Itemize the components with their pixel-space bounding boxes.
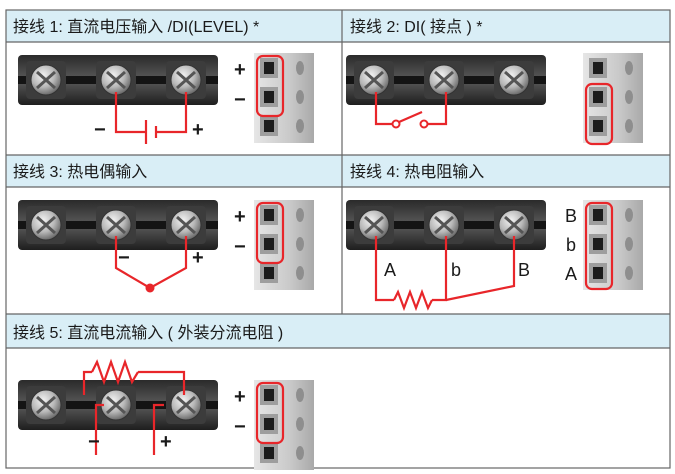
minus-label: −: [118, 247, 130, 269]
connector-minus-label: −: [234, 416, 246, 438]
panel-5-diagram: − + + −: [16, 358, 314, 470]
table-grid: [5, 9, 671, 469]
panel-2-title: 接线 2: DI( 接点 ) *: [350, 18, 482, 36]
terminal-block: [16, 378, 220, 432]
panel-3-title: 接线 3: 热电偶输入: [13, 163, 147, 181]
plus-label: +: [160, 431, 172, 453]
panel-2-diagram: [344, 53, 643, 146]
wire-label-b-upper: B: [518, 260, 530, 280]
panel-1-title: 接线 1: 直流电压输入 /DI(LEVEL) *: [13, 18, 259, 36]
connector-label-b: b: [566, 235, 576, 255]
plus-label: +: [192, 247, 204, 269]
panel-5-title: 接线 5: 直流电流输入 ( 外装分流电阻 ): [13, 324, 283, 342]
minus-label: −: [94, 119, 106, 141]
connector-label-b-upper: B: [565, 206, 577, 226]
connector-label-a: A: [565, 264, 577, 284]
connector-plus-label: +: [234, 386, 246, 408]
connector-minus-label: −: [234, 236, 246, 258]
connector-plus-label: +: [234, 206, 246, 228]
connector-minus-label: −: [234, 89, 246, 111]
terminal-block: [16, 198, 220, 252]
wire-label-b: b: [451, 260, 461, 280]
panel-4-diagram: A b B B b A: [344, 198, 643, 312]
connector-plus-label: +: [234, 59, 246, 81]
minus-label: −: [88, 431, 100, 453]
wire-label-a: A: [384, 260, 396, 280]
panel-3-diagram: − + + −: [16, 198, 314, 293]
panel-4-title: 接线 4: 热电阻输入: [350, 163, 484, 181]
terminal-block: [16, 53, 220, 107]
plus-label: +: [192, 119, 204, 141]
panel-1-diagram: − + + −: [16, 53, 314, 144]
